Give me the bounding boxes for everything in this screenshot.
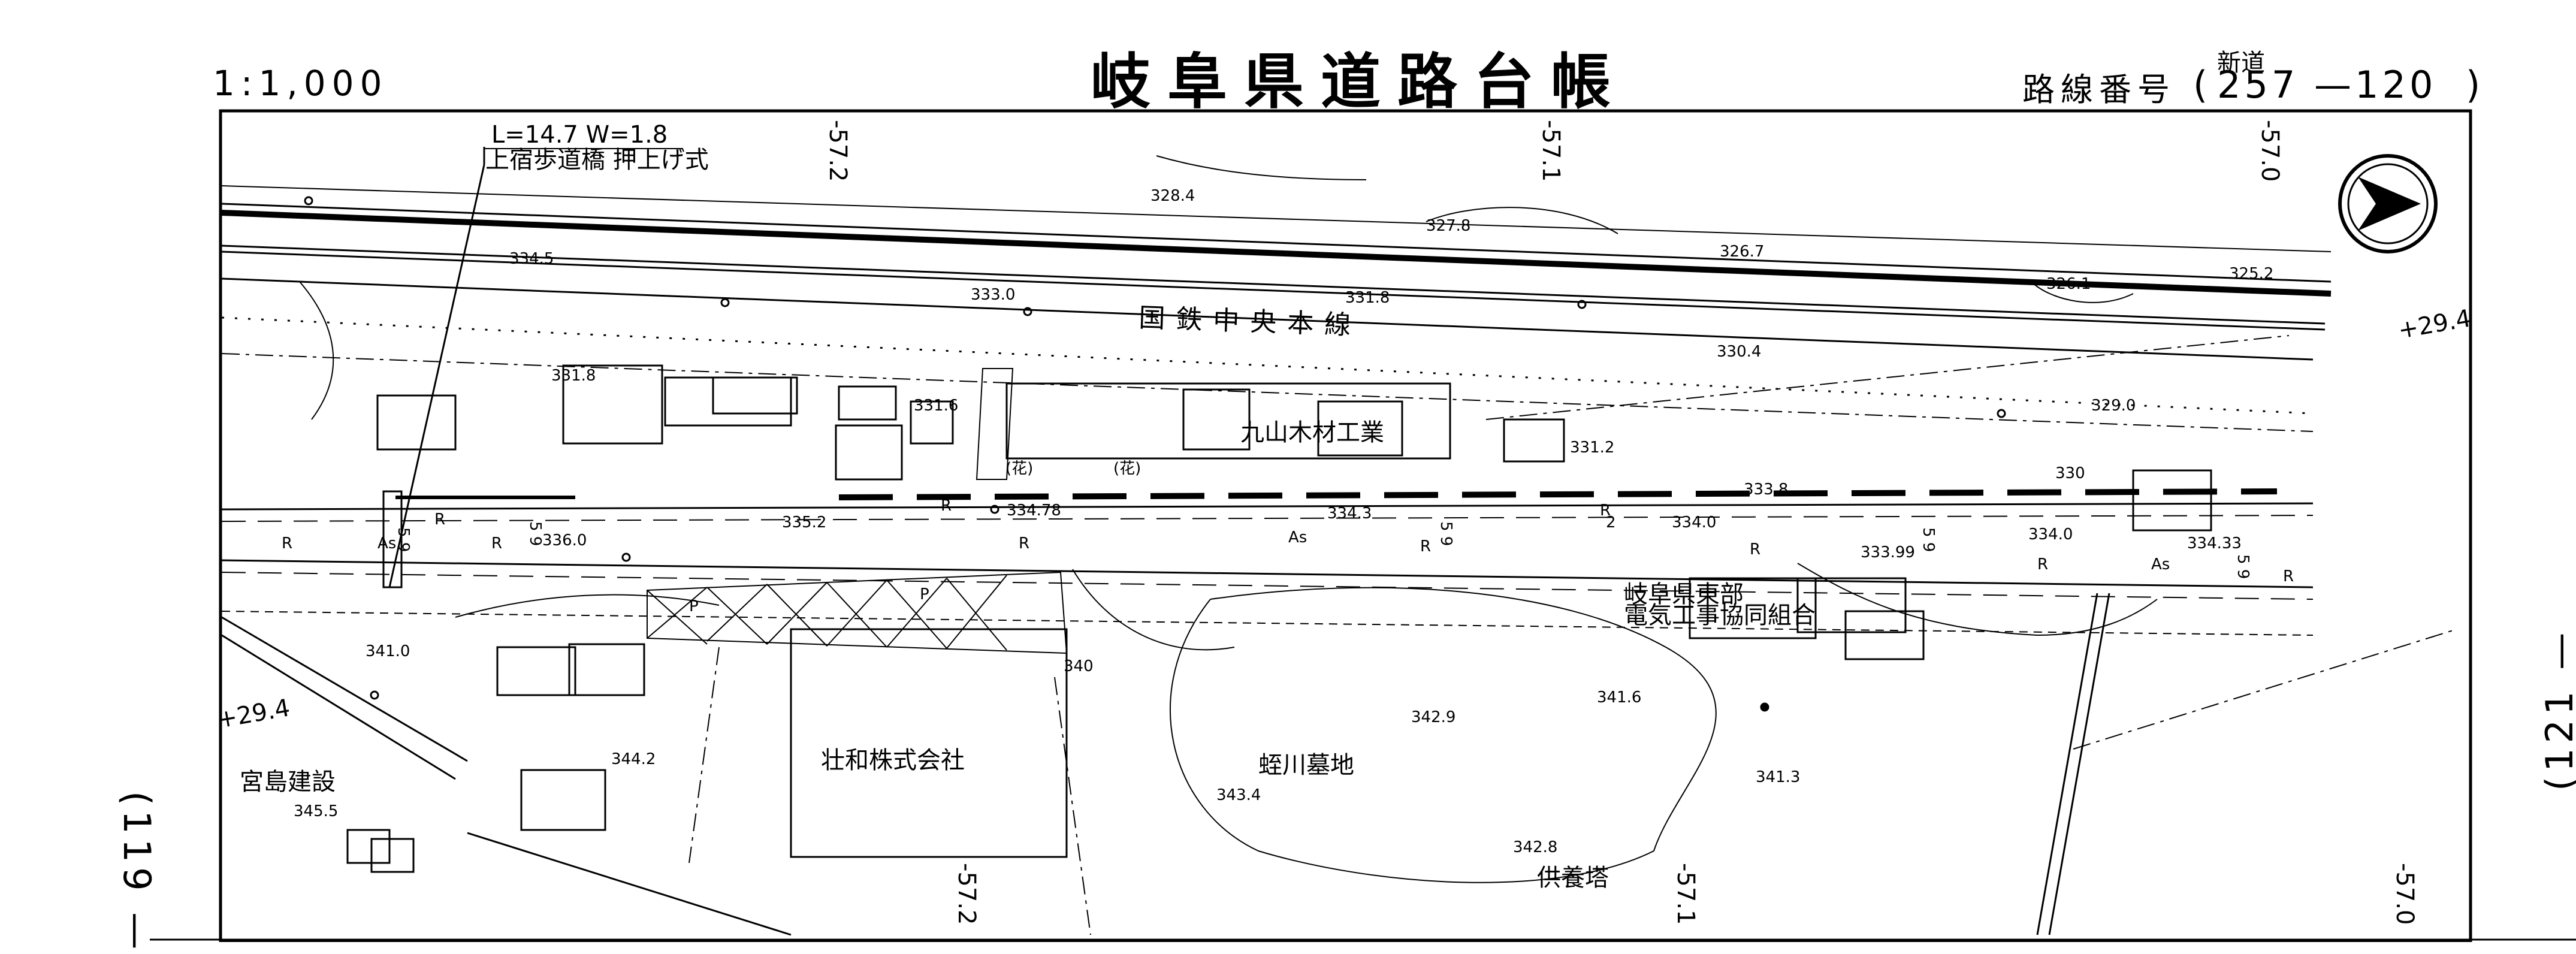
grid-mark: -57.0 <box>2391 863 2418 925</box>
route-paren-open: ( <box>2193 63 2208 107</box>
road-code: P <box>689 597 699 615</box>
road-code: R <box>282 535 292 553</box>
road-code: As <box>2151 556 2170 573</box>
spot-height: 331.8 <box>551 367 596 385</box>
memorial-label: 供養塔 <box>1537 864 1609 892</box>
spot-height: 334.3 <box>1327 505 1372 523</box>
bridge-name: 上宿歩道橋 押上げ式 <box>485 146 709 174</box>
route-paren-close: ) <box>2466 63 2481 107</box>
spot-height: 336.0 <box>542 532 587 550</box>
road-code: R <box>1420 538 1431 556</box>
gifu-coop-label-1: 岐阜県東部 <box>1624 581 1744 608</box>
spot-height: 343.4 <box>1216 786 1261 804</box>
spot-height: 334.5 <box>509 250 554 268</box>
buildings <box>346 364 2212 873</box>
route-number: 257 —120 <box>2217 63 2437 107</box>
gifu-coop-label-2: 電気工事協同組合 <box>1624 602 1816 629</box>
spot-height: 333.8 <box>1744 481 1788 499</box>
grid-mark: +29.4 <box>215 694 292 734</box>
road-code: 5 9 <box>1919 527 1937 552</box>
road-code: R <box>434 511 445 529</box>
spot-height: 345.5 <box>294 802 338 820</box>
hana-label-2: (花) <box>1113 460 1141 478</box>
spot-height: 341.0 <box>366 642 410 660</box>
road-lines <box>221 488 2314 636</box>
spot-height: 326.1 <box>2046 275 2091 293</box>
grid-mark: -57.2 <box>953 863 980 925</box>
bridge-dims: L=14.7 W=1.8 <box>491 121 668 149</box>
spot-height: 331.2 <box>1570 439 1614 457</box>
spot-height: 328.4 <box>1150 187 1195 205</box>
road-code: 5 9 <box>2234 554 2252 579</box>
spot-height: 334.0 <box>1672 514 1716 532</box>
spot-height: 334.0 <box>2028 526 2073 544</box>
road-code: R <box>2037 556 2048 573</box>
spot-height: 325.2 <box>2229 265 2273 283</box>
grid-mark: -57.1 <box>1537 120 1565 182</box>
railway-lines <box>221 185 2332 415</box>
north-arrow-icon <box>2338 154 2438 253</box>
road-code: As <box>378 535 396 553</box>
road-code: R <box>941 497 952 515</box>
road-codes: R As R R R R As R R R R As R P P 5 9 5 9… <box>282 497 2294 615</box>
road-code: 5 9 <box>394 527 412 552</box>
spot-height: 330.4 <box>1717 343 1761 361</box>
curves <box>299 155 2158 883</box>
road-code: R <box>491 535 502 553</box>
spot-height: 331.8 <box>1345 289 1390 307</box>
route-new-label: 新道 <box>2217 49 2265 77</box>
road-code: 2 <box>1606 514 1616 532</box>
bridge-pointer <box>382 147 575 588</box>
grid-mark: +29.4 <box>2396 304 2474 345</box>
spot-height: 335.2 <box>782 514 826 532</box>
map-title: 岐阜県道路台帳 <box>1091 47 1627 117</box>
spot-height: 330 <box>2055 464 2085 482</box>
road-code: As <box>1288 529 1307 547</box>
route-number-label: 路線番号 <box>2022 71 2176 108</box>
boundary-lines <box>221 335 2457 935</box>
road-code: 5 9 <box>526 521 544 546</box>
spot-height: 340 <box>1064 657 1094 675</box>
spot-height: 341.6 <box>1597 689 1641 707</box>
cemetery-label: 蛭川墓地 <box>1258 751 1354 779</box>
map-scale: 1:1,000 <box>213 63 388 104</box>
spot-height: 333.0 <box>971 286 1015 304</box>
hatched-areas <box>647 368 1068 654</box>
railway-label: 国鉄中央本線 <box>1138 303 1363 341</box>
spot-height: 344.2 <box>611 750 656 768</box>
road-code: R <box>1600 502 1611 520</box>
spot-height: 329.0 <box>2091 397 2136 415</box>
spot-height: 333.99 <box>1861 544 1915 561</box>
miyajima-label: 宮島建設 <box>240 768 336 796</box>
spot-height: 331.6 <box>914 397 958 415</box>
spot-height: 342.9 <box>1411 708 1455 726</box>
survey-points <box>304 196 2006 712</box>
spot-height: 334.33 <box>2187 535 2242 553</box>
grid-mark: -57.1 <box>1672 863 1699 925</box>
spot-height: 327.8 <box>1426 217 1470 235</box>
road-code: R <box>1750 541 1760 558</box>
road-code: 5 9 <box>1437 521 1455 546</box>
spot-height: 342.8 <box>1513 838 1557 856</box>
spot-heights: 328.4 327.8 326.7 326.1 325.2 334.5 333.… <box>294 187 2273 856</box>
spot-height: 341.3 <box>1756 768 1800 786</box>
road-code: R <box>1019 535 1029 553</box>
grid-mark: -57.2 <box>824 120 851 182</box>
hana-label-1: (花) <box>1005 460 1033 478</box>
map-frame <box>219 109 2472 942</box>
sowa-label: 壮和株式会社 <box>821 747 965 774</box>
road-code: R <box>2283 567 2294 585</box>
kuriyama-label: 九山木材工業 <box>1240 419 1384 446</box>
grid-mark: -57.0 <box>2256 120 2284 182</box>
road-code: P <box>920 585 929 603</box>
spot-height: 334.78 <box>1007 502 1061 520</box>
spot-height: 326.7 <box>1720 243 1764 261</box>
south-edges <box>221 593 2110 936</box>
